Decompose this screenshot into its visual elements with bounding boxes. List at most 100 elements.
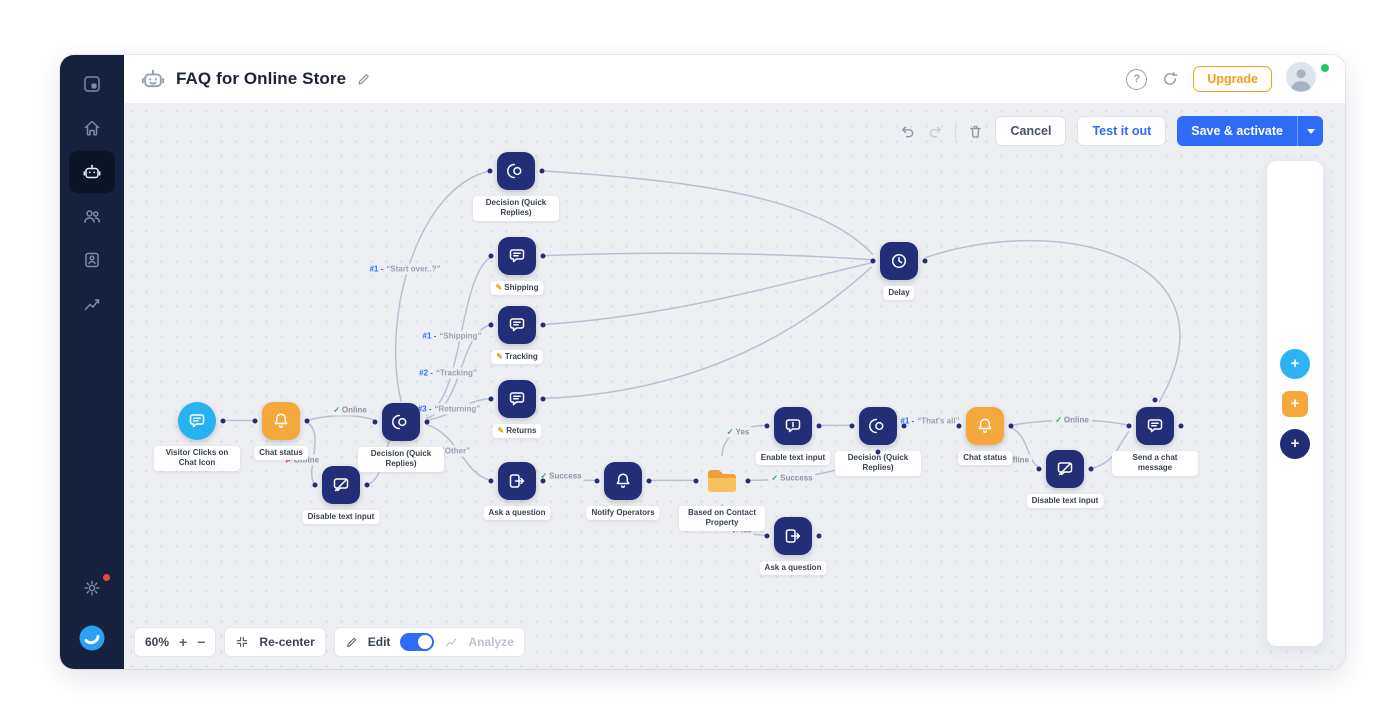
app-window: FAQ for Online Store ? Upgrade <box>60 55 1345 669</box>
node-contact-property[interactable]: Based on Contact Property <box>679 462 765 531</box>
edit-analyze-toggle[interactable] <box>400 633 435 651</box>
cancel-button[interactable]: Cancel <box>995 116 1067 146</box>
node-port[interactable] <box>1008 423 1014 429</box>
node-port[interactable] <box>870 258 876 264</box>
node-port[interactable] <box>540 396 546 402</box>
node-port[interactable] <box>816 423 822 429</box>
node-port[interactable] <box>1036 466 1042 472</box>
node-send-message[interactable]: Send a chat message <box>1112 397 1198 476</box>
node-label: Chat status <box>958 451 1012 466</box>
node-disable-text-1[interactable]: Disable text input <box>302 466 380 525</box>
plus-icon: + <box>1290 395 1300 412</box>
node-port[interactable] <box>424 419 430 425</box>
node-port[interactable] <box>488 253 494 259</box>
node-label-text: Shipping <box>504 283 539 292</box>
add-action-button[interactable]: + <box>1280 428 1310 459</box>
flow-canvas[interactable]: ✓Online✗Offline#1 -“Start over..?”#1 -“S… <box>124 104 1345 669</box>
node-label-text: Enable text input <box>760 453 826 462</box>
node-port[interactable] <box>1178 423 1184 429</box>
help-icon[interactable]: ? <box>1126 68 1148 90</box>
redo-icon[interactable] <box>927 123 944 140</box>
sidebar-item-team[interactable] <box>69 195 115 237</box>
node-label-text: Decision (Quick Replies) <box>485 198 547 218</box>
node-delay[interactable]: Delay <box>870 242 928 301</box>
node-port[interactable] <box>764 423 770 429</box>
check-icon: ✓ <box>333 405 340 415</box>
node-port[interactable] <box>220 418 226 424</box>
node-chat-status-2[interactable]: Chat status <box>956 407 1014 466</box>
node-port[interactable] <box>304 418 310 424</box>
check-icon: ✓ <box>1055 415 1062 425</box>
sidebar-logo[interactable] <box>69 617 115 659</box>
node-notify-operators[interactable]: Notify Operators <box>586 462 660 521</box>
save-dropdown-caret[interactable] <box>1297 116 1323 146</box>
add-trigger-button[interactable]: + <box>1280 348 1310 379</box>
avatar[interactable] <box>1286 61 1316 97</box>
test-it-out-button[interactable]: Test it out <box>1077 116 1167 146</box>
node-port[interactable] <box>875 449 881 455</box>
node-port[interactable] <box>488 322 494 328</box>
node-port[interactable] <box>849 423 855 429</box>
sidebar-item-settings[interactable] <box>69 567 115 609</box>
node-port[interactable] <box>1088 466 1094 472</box>
node-chat-status-1[interactable]: Chat status <box>252 402 310 461</box>
node-enable-text[interactable]: Enable text input <box>755 407 831 466</box>
trash-icon[interactable] <box>967 123 984 140</box>
sidebar-item-chatbot[interactable] <box>69 151 115 193</box>
zoom-in-button[interactable]: + <box>179 634 188 650</box>
edit-title-icon[interactable] <box>356 72 371 87</box>
node-port[interactable] <box>488 396 494 402</box>
node-port[interactable] <box>312 482 318 488</box>
node-port[interactable] <box>922 258 928 264</box>
sidebar-item-home[interactable] <box>69 107 115 149</box>
node-port[interactable] <box>745 478 751 484</box>
upgrade-button[interactable]: Upgrade <box>1193 66 1272 92</box>
node-tracking[interactable]: ✎Tracking <box>488 306 546 365</box>
node-port[interactable] <box>816 533 822 539</box>
node-port[interactable] <box>1152 397 1158 403</box>
node-label-text: Decision (Quick Replies) <box>847 453 909 473</box>
node-disable-text-2[interactable]: Disable text input <box>1026 450 1104 509</box>
undo-icon[interactable] <box>899 123 916 140</box>
node-label-text: Disable text input <box>1031 496 1099 505</box>
node-port[interactable] <box>646 478 652 484</box>
node-port[interactable] <box>540 253 546 259</box>
node-decision-3[interactable]: Decision (Quick Replies) <box>835 407 921 476</box>
main-area: FAQ for Online Store ? Upgrade <box>124 55 1345 669</box>
node-port[interactable] <box>594 478 600 484</box>
sidebar-item-contacts[interactable] <box>69 239 115 281</box>
node-port[interactable] <box>764 533 770 539</box>
node-start[interactable]: Visitor Clicks on Chat Icon <box>154 402 240 471</box>
node-port[interactable] <box>488 478 494 484</box>
node-returns[interactable]: ✎Returns <box>488 380 546 439</box>
node-port[interactable] <box>901 423 907 429</box>
node-ask-question-1[interactable]: Ask a question <box>483 462 551 521</box>
node-ask-question-2[interactable]: Ask a question <box>759 517 827 576</box>
node-port[interactable] <box>956 423 962 429</box>
zoom-out-button[interactable]: − <box>197 634 206 650</box>
edge-label-text: Offline <box>293 455 320 465</box>
node-port[interactable] <box>364 482 370 488</box>
node-shipping[interactable]: ✎Shipping <box>488 237 546 296</box>
node-port[interactable] <box>540 478 546 484</box>
node-label: Send a chat message <box>1112 451 1198 476</box>
flow-edge-1 <box>306 414 376 422</box>
node-decision-main[interactable]: Decision (Quick Replies) <box>358 403 444 472</box>
node-port[interactable] <box>539 168 545 174</box>
add-condition-button[interactable]: + <box>1282 390 1308 417</box>
refresh-icon[interactable] <box>1161 70 1179 88</box>
save-activate-button[interactable]: Save & activate <box>1177 116 1297 146</box>
page-title: FAQ for Online Store <box>176 69 347 88</box>
node-port[interactable] <box>540 322 546 328</box>
edge-label-text: Yes <box>735 427 750 437</box>
node-port[interactable] <box>372 419 378 425</box>
node-port[interactable] <box>1126 423 1132 429</box>
sidebar-item-analytics[interactable] <box>69 283 115 325</box>
chat-icon <box>498 306 536 344</box>
node-port[interactable] <box>693 478 699 484</box>
node-port[interactable] <box>487 168 493 174</box>
node-port[interactable] <box>252 418 258 424</box>
sidebar-item-widget[interactable] <box>69 63 115 105</box>
node-decision-top[interactable]: Decision (Quick Replies) <box>473 152 559 221</box>
recenter-button[interactable]: Re-center <box>224 627 326 657</box>
